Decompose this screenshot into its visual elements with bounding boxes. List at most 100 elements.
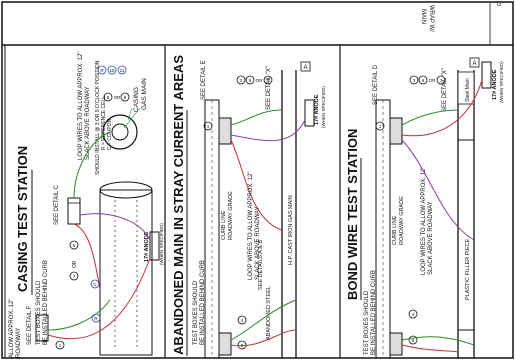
bond-test-box-bottom	[389, 332, 403, 356]
bond-bubble-7	[436, 75, 446, 85]
stray-current-panel: ABANDONED MAIN IN STRAY CURRENT AREAS CU…	[171, 55, 326, 359]
stray-bubble-7	[263, 75, 273, 85]
bond-wire-red-2	[401, 344, 459, 353]
bond-bubble-a-box	[469, 57, 480, 68]
steel-main-label: Steel Main	[465, 78, 471, 102]
stray-bubble-3-text: 3	[240, 78, 243, 83]
stray-wire-purple	[230, 119, 306, 142]
stray-bubble-1	[203, 121, 213, 131]
bond-anode	[481, 61, 492, 89]
main-section-inner	[111, 123, 129, 141]
stray-test-box-bottom	[218, 332, 232, 356]
bubble-r-2	[91, 313, 101, 323]
stray-wire-red-2	[230, 329, 297, 347]
see-detail-d: SEE DETAIL D	[373, 64, 379, 105]
stray-bubble-3	[236, 75, 246, 85]
bond-or: OR	[429, 78, 437, 83]
bond-bubble-1	[375, 121, 385, 131]
stray-bubble-4-text: 4	[241, 318, 244, 323]
stray-anode	[304, 99, 315, 127]
bond-curb-1: CURB LINE	[392, 215, 398, 245]
bond-wire-green	[401, 109, 459, 126]
casing-test-box-note-1: TEST BOXES SHOULD	[36, 280, 42, 345]
top-note-1: WRAP W/	[428, 5, 434, 32]
stray-bubble-7-text: 7	[267, 78, 270, 83]
casing-wire-green	[73, 131, 111, 199]
bubble-c-text: C	[93, 282, 97, 287]
gas-main-label: GAS MAIN	[141, 78, 148, 110]
stray-bubble-6-text: 6	[249, 78, 252, 83]
left-edge-note-2: ROADWAY	[16, 328, 22, 358]
bubble-5	[69, 240, 79, 250]
stray-wire-red	[230, 139, 283, 231]
casing-anode-sub: (WHEN SPECIFIED)	[159, 223, 164, 265]
stray-wire-green	[230, 109, 283, 126]
stray-anode-label: 17# ANODE	[314, 94, 320, 125]
title-block-mark: G	[497, 2, 502, 8]
gas-main-leader	[123, 107, 141, 129]
bond-title: BOND WIRE TEST STATION	[345, 129, 360, 300]
bond-bubble-7-text: 7	[440, 78, 443, 83]
or-text-2: OR	[72, 260, 78, 268]
bubble-7	[69, 271, 79, 281]
bubble-11	[117, 65, 127, 75]
bond-bubble-9-text: 9	[412, 338, 415, 343]
bond-loop-2: SLACK ABOVE ROADWAY	[428, 201, 434, 275]
stray-test-box-top	[218, 117, 232, 145]
see-detail-c: SEE DETAIL C	[54, 184, 60, 225]
casing-anode	[149, 231, 160, 261]
bond-bubble-a: A	[472, 61, 476, 67]
bond-bubble-6	[418, 75, 428, 85]
plastic-filler-label: PLASTIC FILLER PIECE	[465, 239, 471, 300]
bubble-7-text: 7	[73, 274, 76, 279]
bond-test-box-2: BE INSTALLED BEHIND CURB	[371, 270, 377, 355]
stray-title: ABANDONED MAIN IN STRAY CURRENT AREAS	[171, 55, 186, 355]
casing-pipe-end	[99, 181, 153, 199]
stray-wire-green-2	[230, 299, 297, 341]
bond-test-box-top	[389, 117, 403, 145]
casing-section-outer	[102, 114, 138, 150]
legend-r: R = REFERENCE CELL	[101, 96, 107, 150]
bond-see-detail-x: SEE DETAIL "X"	[442, 68, 448, 112]
stray-see-detail-x: SEE DETAIL "X"	[266, 66, 272, 110]
stray-loop-1: LOOP WIRES TO ALLOW APPROX. 12"	[248, 171, 254, 280]
bubble-8-text: 8	[107, 95, 110, 100]
bubble-r-text: R	[100, 68, 104, 73]
stray-bubble-4	[237, 315, 247, 325]
abandoned-steel-label: ABANDONED STEEL	[266, 286, 272, 340]
casing-loop-note-2: SLACK ABOVE ROADWAY	[85, 86, 91, 160]
bubble-5-text: 5	[73, 243, 76, 248]
see-detail-f: SEE DETAIL F	[27, 305, 33, 345]
bond-loop-1: LOOP WIRES TO ALLOW APPROX. 12"	[421, 166, 427, 275]
bond-wire-red	[401, 79, 483, 137]
left-edge-note-1: ALLOW APPROX. 12"	[9, 299, 15, 359]
bond-anode-sub: (WHEN SPECIFIED)	[499, 61, 504, 103]
stray-curb-2: ROADWAY GRADE	[228, 191, 234, 240]
bond-bubble-4-text: 4	[412, 312, 415, 317]
casing-panel: CASING TEST STATION CASING GAS MAIN LOOP…	[9, 51, 164, 358]
bond-wire-purple	[401, 139, 475, 241]
stray-bubble-a: A	[303, 65, 307, 71]
casing-wire-purple	[79, 213, 151, 241]
stray-test-box-2: BE INSTALLED BEHIND CURB	[200, 260, 206, 345]
casing-anode-label: 17# ANODE	[144, 231, 150, 262]
bubble-9	[120, 92, 130, 102]
bond-bubble-9	[408, 335, 418, 345]
bubble-1	[55, 340, 65, 350]
bubble-11-text: 11	[120, 68, 125, 73]
bubble-10-text: 10	[109, 68, 115, 73]
bubble-9-text: 9	[124, 95, 127, 100]
stray-loop-2: SLACK ABOVE ROADWAY	[255, 206, 261, 280]
bubble-8	[103, 92, 113, 102]
casing-test-box-top	[67, 197, 81, 225]
bond-bubble-3-text: 3	[413, 78, 416, 83]
casing-wire-red-2	[47, 257, 151, 340]
stray-or: OR	[256, 78, 264, 83]
steel-main-tag	[457, 71, 475, 105]
or-text-1: OR	[114, 95, 122, 100]
top-note-2: MAIN	[420, 9, 426, 24]
stray-anode-sub: (WHEN SPECIFIED)	[321, 86, 326, 128]
